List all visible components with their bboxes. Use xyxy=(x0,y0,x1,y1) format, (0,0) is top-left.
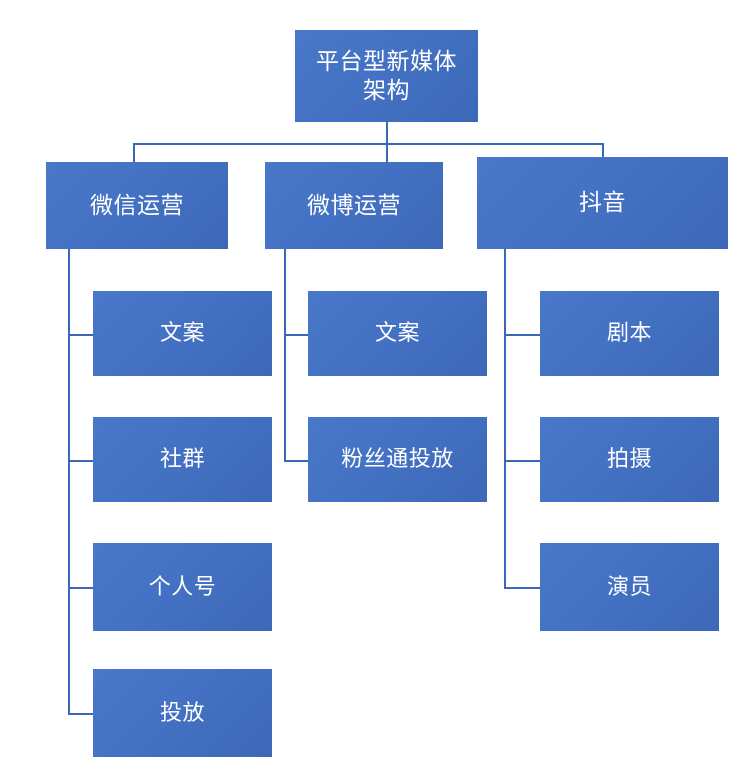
branch-node-label: 微博运营 xyxy=(307,191,401,218)
leaf-node-wechat-0[interactable]: 文案 xyxy=(93,291,272,376)
branch-drop-connector-douyin xyxy=(602,143,604,157)
column-spine-wechat xyxy=(68,249,70,713)
leaf-node-label: 粉丝通投放 xyxy=(341,446,454,472)
branch-node-douyin[interactable]: 抖音 xyxy=(477,157,728,249)
leaf-node-label: 拍摄 xyxy=(606,446,652,472)
leaf-node-douyin-0[interactable]: 剧本 xyxy=(540,291,719,376)
column-spine-douyin xyxy=(504,249,506,587)
branch-node-wechat[interactable]: 微信运营 xyxy=(46,162,228,249)
leaf-node-douyin-1[interactable]: 拍摄 xyxy=(540,417,719,502)
child-elbow-douyin-2 xyxy=(504,587,540,589)
child-elbow-douyin-1 xyxy=(504,459,540,462)
leaf-node-weibo-0[interactable]: 文案 xyxy=(308,291,487,376)
child-elbow-wechat-2 xyxy=(68,587,93,589)
root-stub-connector xyxy=(386,122,388,143)
leaf-node-label: 个人号 xyxy=(148,573,217,599)
leaf-node-douyin-2[interactable]: 演员 xyxy=(540,543,719,631)
root-node[interactable]: 平台型新媒体 架构 xyxy=(295,30,478,122)
child-elbow-wechat-1 xyxy=(68,459,93,462)
child-elbow-weibo-0 xyxy=(284,333,308,336)
branch-drop-connector-wechat xyxy=(133,143,135,162)
leaf-node-weibo-1[interactable]: 粉丝通投放 xyxy=(308,417,487,502)
branch-drop-connector-weibo xyxy=(386,143,388,162)
leaf-node-label: 文案 xyxy=(374,320,420,346)
child-elbow-wechat-3 xyxy=(68,713,93,715)
column-spine-weibo xyxy=(284,249,286,460)
leaf-node-label: 投放 xyxy=(159,699,205,725)
leaf-node-wechat-1[interactable]: 社群 xyxy=(93,417,272,502)
leaf-node-label: 剧本 xyxy=(606,320,652,346)
leaf-node-wechat-3[interactable]: 投放 xyxy=(93,669,272,757)
leaf-node-wechat-2[interactable]: 个人号 xyxy=(93,543,272,631)
leaf-node-label: 文案 xyxy=(159,320,205,346)
root-bus-connector xyxy=(133,143,602,145)
child-elbow-wechat-0 xyxy=(68,333,93,336)
child-elbow-douyin-0 xyxy=(504,333,540,336)
root-node-label: 平台型新媒体 架构 xyxy=(316,47,457,103)
leaf-node-label: 社群 xyxy=(159,446,205,472)
branch-node-weibo[interactable]: 微博运营 xyxy=(265,162,443,249)
branch-node-label: 微信运营 xyxy=(90,191,184,218)
branch-node-label: 抖音 xyxy=(579,189,626,216)
child-elbow-weibo-1 xyxy=(284,459,308,462)
leaf-node-label: 演员 xyxy=(606,573,652,599)
